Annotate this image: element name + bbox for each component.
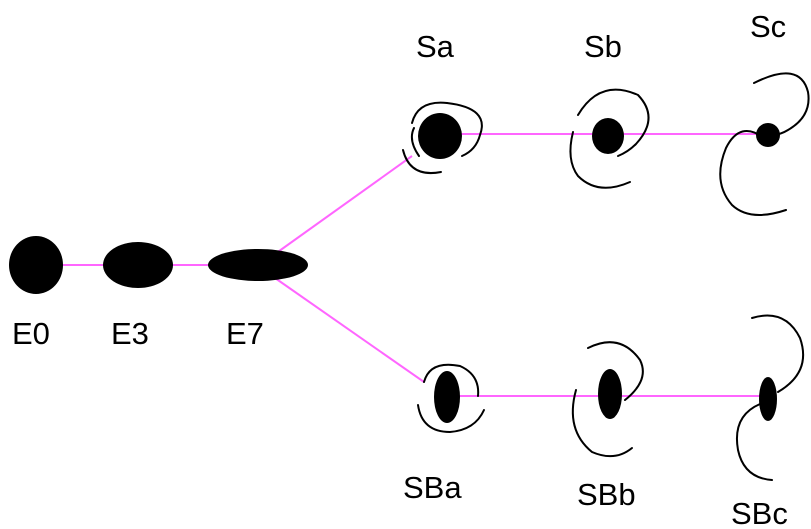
e3-galaxy-shape [103, 242, 173, 288]
sb-galaxy-shape [569, 88, 650, 189]
sbc-galaxy-shape [736, 314, 805, 481]
connector-e7-sa [274, 155, 413, 255]
connector-e7-sba [274, 277, 425, 383]
label-sc: Sc [750, 9, 786, 44]
label-sba: SBa [403, 470, 462, 505]
sba-galaxy-shape [417, 363, 485, 434]
sbb-galaxy-shape [571, 341, 644, 458]
label-e0: E0 [12, 316, 50, 351]
elliptical-galaxies [9, 236, 308, 294]
label-sbc: SBc [731, 496, 788, 529]
e7-galaxy-shape [208, 249, 308, 281]
node-labels: E0 E3 E7 Sa Sb Sc SBa SBb SBc [12, 9, 788, 529]
label-sa: Sa [416, 29, 455, 64]
e0-galaxy-shape [9, 236, 63, 294]
label-sbb: SBb [577, 477, 636, 512]
sa-galaxy-shape [402, 101, 483, 174]
label-e3: E3 [111, 316, 149, 351]
sc-galaxy-shape [719, 72, 810, 216]
label-sb: Sb [584, 29, 622, 64]
label-e7: E7 [226, 316, 264, 351]
